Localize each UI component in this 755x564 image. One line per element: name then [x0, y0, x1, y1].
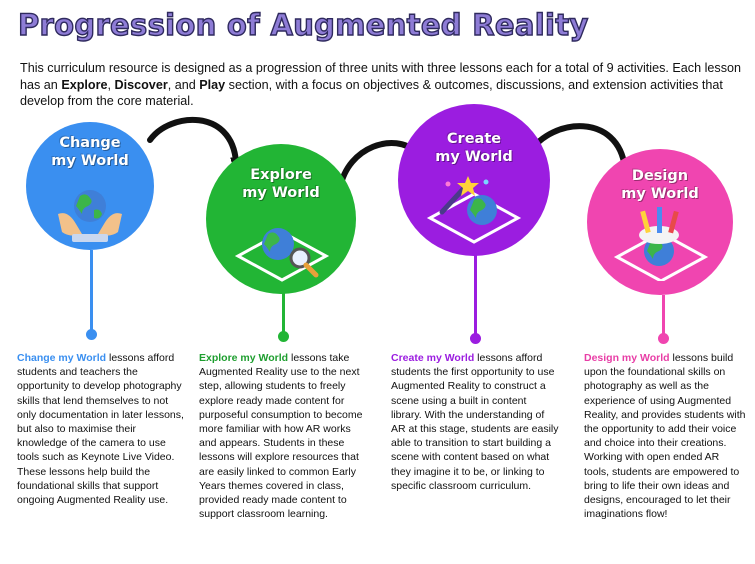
- stem-explore: [282, 290, 285, 336]
- change-highlight: Change my World: [17, 352, 107, 364]
- globe-magic-wand-icon: [426, 176, 522, 244]
- stem-create: [474, 255, 477, 338]
- explore-circle-title: Explore my World: [242, 167, 320, 201]
- change-my-world-circle: Change my World: [26, 122, 154, 250]
- explore-description: Explore my World lessons take Augmented …: [199, 352, 363, 521]
- stem-change: [90, 250, 93, 334]
- page-title: Progression of Augmented Reality: [17, 7, 589, 42]
- stem-dot-create: [470, 333, 481, 344]
- stem-design: [662, 295, 665, 338]
- intro-paragraph: This curriculum resource is designed as …: [20, 61, 741, 108]
- explore-highlight: Explore my World: [199, 352, 289, 364]
- arrow-change-to-explore: [147, 116, 236, 162]
- stem-dot-design: [658, 333, 669, 344]
- create-my-world-circle: Create my World: [398, 104, 550, 256]
- design-description: Design my World lessons build upon the f…: [584, 352, 746, 521]
- globe-magnifier-icon: [234, 228, 330, 282]
- stem-dot-explore: [278, 331, 289, 342]
- design-highlight: Design my World: [584, 352, 670, 364]
- globe-art-supplies-icon: [613, 207, 709, 281]
- create-highlight: Create my World: [391, 352, 475, 364]
- play-keyword: Play: [199, 77, 226, 92]
- design-my-world-circle: Design my World: [587, 149, 733, 295]
- create-circle-title: Create my World: [435, 131, 513, 165]
- design-circle-title: Design my World: [621, 168, 699, 202]
- discover-keyword: Discover: [114, 77, 168, 92]
- change-description: Change my World lessons afford students …: [17, 352, 184, 507]
- create-description: Create my World lessons afford students …: [391, 352, 559, 492]
- globe-in-hands-icon: [58, 190, 122, 242]
- stem-dot-change: [86, 329, 97, 340]
- explore-my-world-circle: Explore my World: [206, 144, 356, 294]
- change-circle-title: Change my World: [51, 135, 129, 169]
- explore-keyword: Explore: [61, 77, 108, 92]
